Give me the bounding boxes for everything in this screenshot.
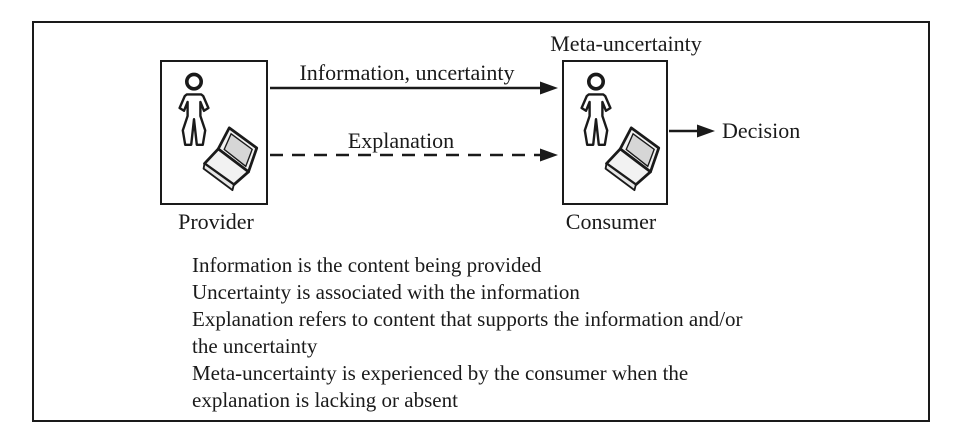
- decision-label: Decision: [722, 118, 801, 143]
- person-icon: [580, 72, 612, 146]
- note-line: the uncertainty: [192, 334, 318, 358]
- consumer-box: [562, 60, 668, 205]
- notes-block: Information is the content being provide…: [192, 252, 743, 414]
- provider-box: [160, 60, 268, 205]
- note-line: Uncertainty is associated with the infor…: [192, 280, 580, 304]
- laptop-icon: [202, 126, 259, 192]
- note-line: explanation is lacking or absent: [192, 388, 458, 412]
- meta-uncertainty-label: Meta-uncertainty: [550, 31, 702, 56]
- explanation-arrow-label: Explanation: [347, 128, 455, 153]
- person-icon: [178, 72, 210, 146]
- laptop-icon: [604, 126, 661, 192]
- note-line: Information is the content being provide…: [192, 253, 542, 277]
- information-arrow-label: Information, uncertainty: [299, 60, 515, 85]
- note-line: Meta-uncertainty is experienced by the c…: [192, 361, 689, 385]
- consumer-label: Consumer: [565, 209, 657, 234]
- provider-label: Provider: [178, 209, 254, 234]
- note-line: Explanation refers to content that suppo…: [192, 307, 743, 331]
